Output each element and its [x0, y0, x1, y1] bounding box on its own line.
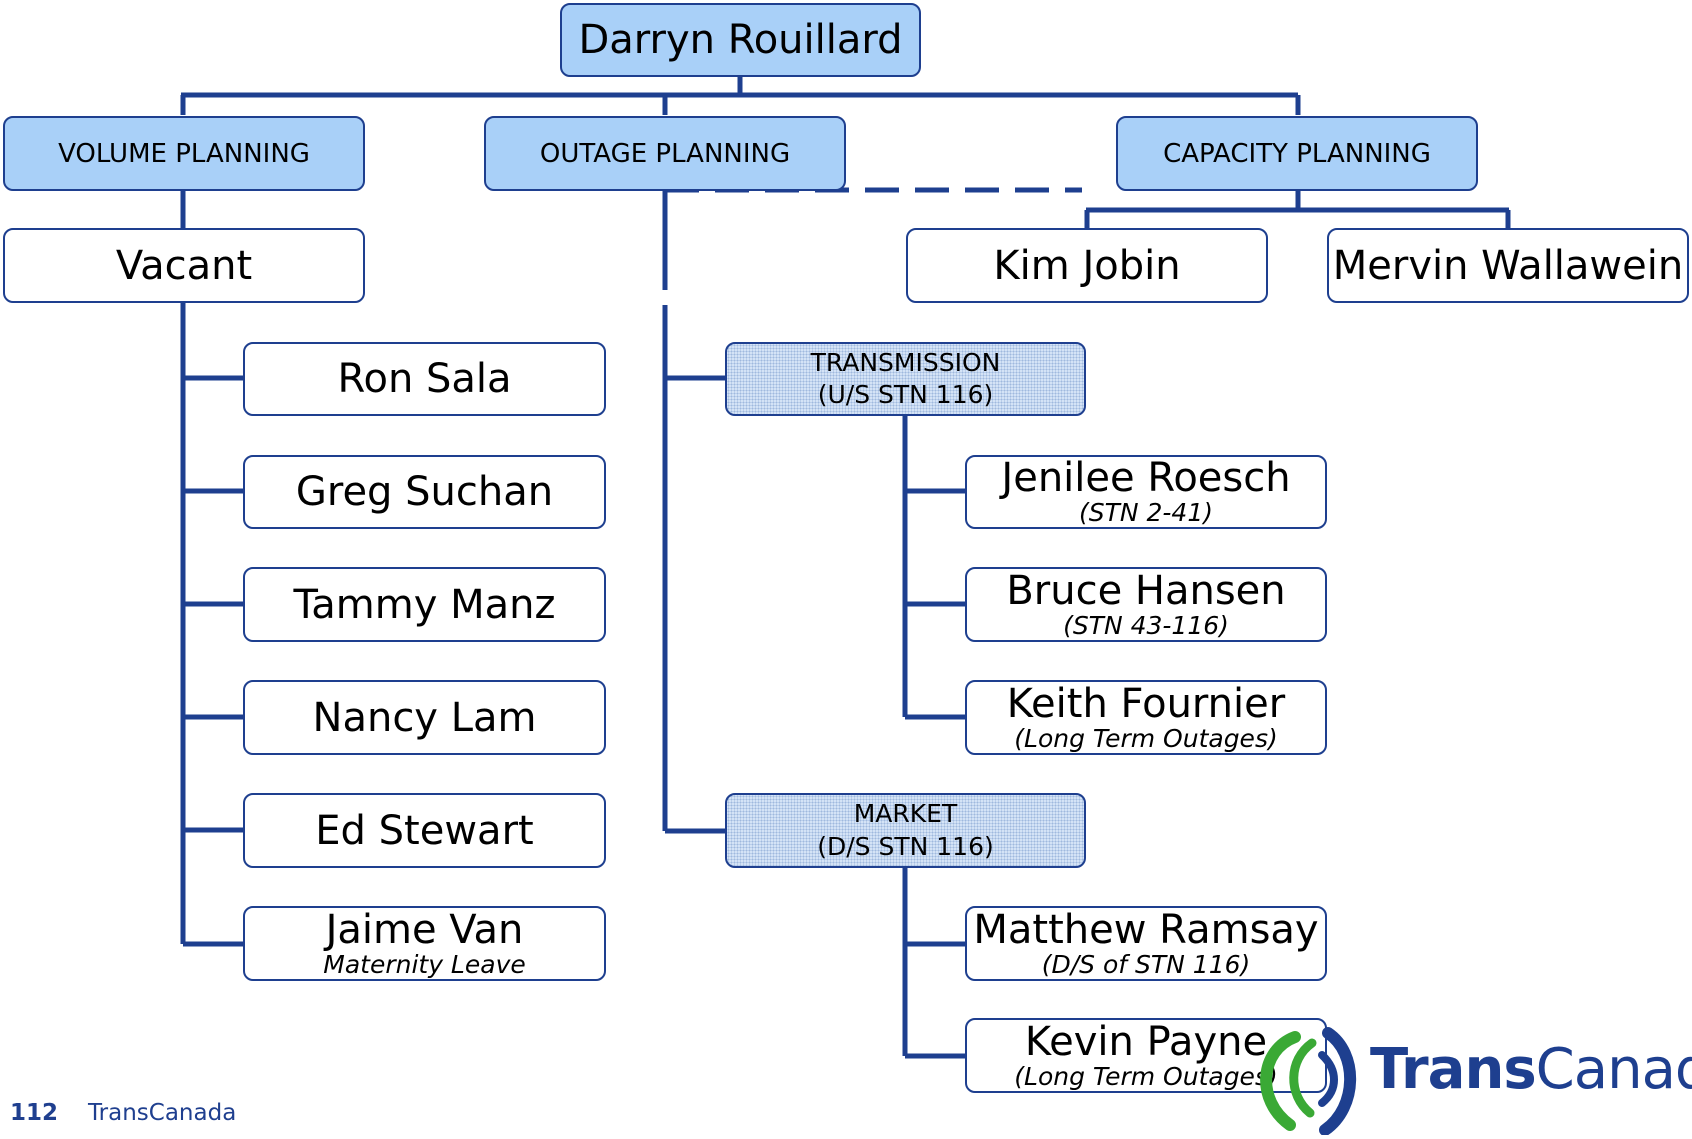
group-subtitle: (U/S STN 116) — [817, 380, 994, 409]
person-note: (STN 2-41) — [1078, 498, 1214, 528]
top-manager-box: Darryn Rouillard — [560, 3, 921, 77]
volume-staff-box: Greg Suchan — [243, 455, 606, 529]
department-outage-planning: OUTAGE PLANNING — [484, 116, 846, 191]
logo-wordmark: TransCanada — [1370, 1037, 1692, 1102]
person-name: Bruce Hansen — [1006, 567, 1286, 614]
group-title: TRANSMISSION — [810, 347, 1001, 377]
person-name: Jaime Van — [325, 906, 524, 953]
person-name: Mervin Wallawein — [1332, 242, 1684, 289]
person-note: (Long Term Outages) — [1014, 1061, 1278, 1091]
person-note: (STN 43-116) — [1063, 610, 1229, 640]
department-label: CAPACITY PLANNING — [1163, 138, 1431, 169]
group-market: MARKET (D/S STN 116) — [725, 793, 1086, 868]
person-name: Keith Fournier — [1006, 680, 1286, 727]
page-number: 112 — [10, 1100, 59, 1126]
department-label: OUTAGE PLANNING — [539, 138, 791, 169]
top-manager-name: Darryn Rouillard — [578, 17, 903, 63]
logo-wordmark-regular: Canada — [1535, 1037, 1692, 1102]
volume-staff-box: Tammy Manz — [243, 567, 606, 642]
footer-company: TransCanada — [88, 1100, 237, 1126]
volume-staff-box: Nancy Lam — [243, 680, 606, 755]
person-name: Vacant — [115, 242, 253, 289]
capacity-staff-box: Kim Jobin — [906, 228, 1268, 303]
volume-staff-box: Ron Sala — [243, 342, 606, 416]
group-subtitle: (D/S STN 116) — [817, 831, 994, 861]
person-name: Ed Stewart — [315, 807, 534, 854]
transmission-member-box: Keith Fournier (Long Term Outages) — [965, 680, 1327, 755]
group-transmission: TRANSMISSION (U/S STN 116) — [725, 342, 1086, 416]
person-note: (Long Term Outages) — [1014, 723, 1278, 753]
department-label: VOLUME PLANNING — [58, 138, 310, 169]
transcanada-logo: TransCanada — [1240, 1025, 1692, 1136]
department-volume-planning: VOLUME PLANNING — [3, 116, 365, 191]
logo-wordmark-bold: Trans — [1370, 1037, 1537, 1102]
person-note: Maternity Leave — [323, 949, 526, 979]
person-name: Nancy Lam — [312, 694, 537, 741]
volume-staff-box: Ed Stewart — [243, 793, 606, 868]
group-title: MARKET — [853, 799, 958, 828]
person-name: Ron Sala — [337, 356, 512, 402]
person-name: Jenilee Roesch — [1001, 455, 1291, 502]
person-note: (D/S of STN 116) — [1041, 949, 1251, 979]
market-member-box: Matthew Ramsay (D/S of STN 116) — [965, 906, 1327, 981]
volume-lead-box: Vacant — [3, 228, 365, 303]
person-name: Matthew Ramsay — [973, 906, 1319, 953]
capacity-staff-box: Mervin Wallawein — [1327, 228, 1689, 303]
logo-swirl-icon — [1260, 1027, 1357, 1136]
person-name: Kevin Payne — [1024, 1018, 1268, 1065]
department-capacity-planning: CAPACITY PLANNING — [1116, 116, 1478, 191]
volume-staff-box: Jaime Van Maternity Leave — [243, 906, 606, 981]
transmission-member-box: Jenilee Roesch (STN 2-41) — [965, 455, 1327, 529]
person-name: Kim Jobin — [993, 242, 1181, 289]
person-name: Tammy Manz — [293, 581, 556, 628]
transmission-member-box: Bruce Hansen (STN 43-116) — [965, 567, 1327, 642]
person-name: Greg Suchan — [295, 469, 554, 515]
